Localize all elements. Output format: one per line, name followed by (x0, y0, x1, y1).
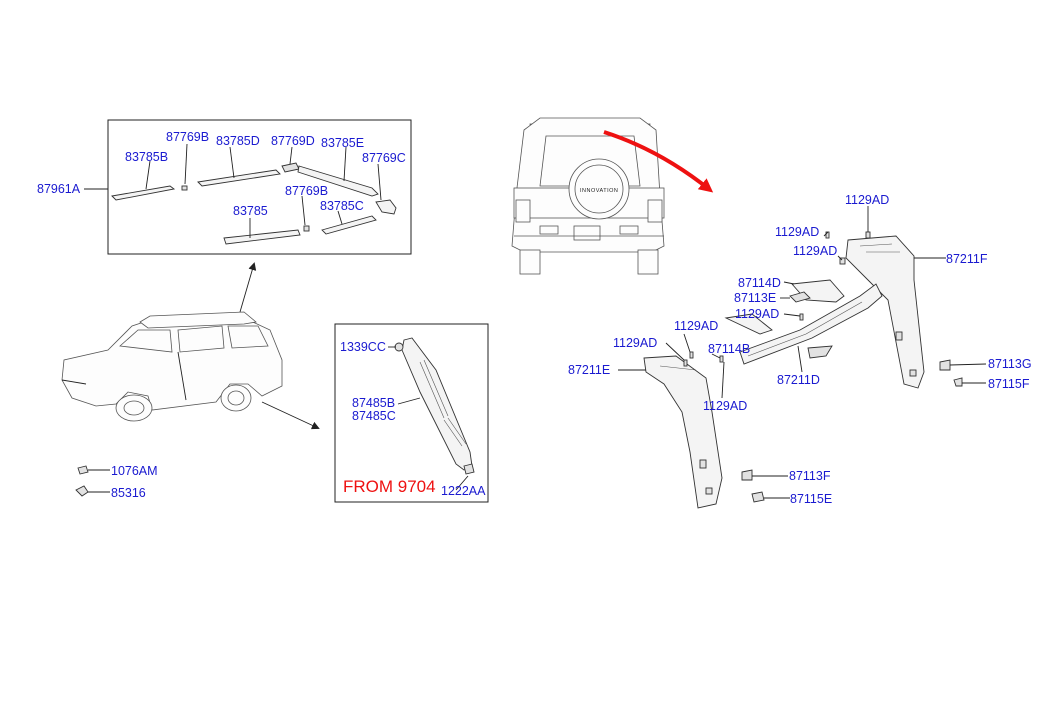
bracket-87211d (807, 345, 833, 359)
bracket-87114b (724, 313, 773, 335)
cap-87115e (751, 491, 765, 503)
label-87211e: 87211E (568, 363, 610, 377)
label-83785d: 83785D (216, 134, 260, 148)
cap-87113g (939, 359, 951, 371)
label-87769b-top: 87769B (166, 130, 209, 144)
roof-molding-detail: 87769B 83785D 87769D 83785E 83785B 87769… (37, 119, 412, 255)
screw-1129ad-3 (839, 257, 846, 265)
trim-87211d (739, 283, 883, 365)
vehicle-rear-view: INNOVATION (511, 117, 714, 275)
pillar-trim-detail: 1339CC 87485B 87485C FROM 9704 1222AA (334, 323, 489, 503)
label-87115f: 87115F (988, 377, 1030, 391)
label-87113g: 87113G (988, 357, 1032, 371)
label-1222aa: 1222AA (441, 484, 486, 498)
clip-87769b-top (181, 185, 188, 191)
label-1129ad-g: 1129AD (703, 399, 747, 413)
molding-83785d (197, 169, 281, 187)
screw-1129ad-1 (865, 231, 871, 239)
screw-1129ad-7 (719, 355, 724, 363)
cap-87115f (953, 377, 963, 387)
clip-87769d (281, 162, 300, 173)
screw-1129ad-6 (683, 359, 688, 367)
nut-1339cc (394, 342, 404, 352)
label-87769c: 87769C (362, 151, 406, 165)
label-87485c: 87485C (352, 409, 396, 423)
label-83785c: 83785C (320, 199, 364, 213)
label-87211f: 87211F (946, 252, 988, 266)
label-87113f: 87113F (789, 469, 831, 483)
label-87769b-mid: 87769B (285, 184, 328, 198)
label-87769d: 87769D (271, 134, 315, 148)
trim-87211e (643, 355, 723, 509)
fastener-85316 (75, 485, 89, 497)
label-87114d: 87114D (738, 276, 781, 290)
label-87114b: 87114B (708, 342, 750, 356)
molding-83785b (111, 185, 176, 201)
red-pointer-arrow (603, 130, 714, 193)
fastener-1076am (77, 465, 89, 475)
label-1129ad-a: 1129AD (845, 193, 889, 207)
label-87115e: 87115E (790, 492, 832, 506)
screw-1129ad-5 (689, 351, 694, 359)
molding-87769c (375, 199, 397, 215)
trim-87211f (845, 235, 925, 389)
label-87113e: 87113E (734, 291, 776, 305)
molding-83785c (321, 215, 377, 235)
molding-83785e (297, 165, 379, 197)
pillar-trim-detail-frame (334, 323, 489, 503)
loose-fasteners: 1076AM 85316 (75, 464, 158, 500)
label-87211d: 87211D (777, 373, 820, 387)
label-83785b: 83785B (125, 150, 168, 164)
label-1129ad-d: 1129AD (735, 307, 779, 321)
label-87485b: 87485B (352, 396, 395, 410)
molding-83785 (223, 229, 301, 245)
label-87961a: 87961A (37, 182, 81, 196)
from-9704-note: FROM 9704 (343, 477, 436, 496)
spare-wheel-badge: INNOVATION (580, 188, 618, 194)
label-1129ad-b: 1129AD (775, 225, 819, 239)
label-1339cc: 1339CC (340, 340, 386, 354)
label-1129ad-e: 1129AD (674, 319, 718, 333)
clip-87769b-mid (303, 225, 310, 232)
label-83785e: 83785E (321, 136, 364, 150)
screw-1129ad-4 (799, 313, 804, 321)
label-1129ad-c: 1129AD (793, 244, 837, 258)
roof-molding-detail-frame (107, 119, 412, 255)
cap-87113e (789, 291, 811, 303)
label-1129ad-f: 1129AD (613, 336, 657, 350)
label-85316: 85316 (111, 486, 146, 500)
label-1076am: 1076AM (111, 464, 158, 478)
label-83785: 83785 (233, 204, 268, 218)
trim-87485b (401, 337, 473, 471)
clip-1222aa (463, 463, 475, 475)
vehicle-side-view (61, 262, 320, 430)
interior-trim-assembly: 1129AD 1129AD 1129AD 87211F 87114D 87113… (568, 193, 1032, 509)
cap-87113f (741, 469, 753, 481)
